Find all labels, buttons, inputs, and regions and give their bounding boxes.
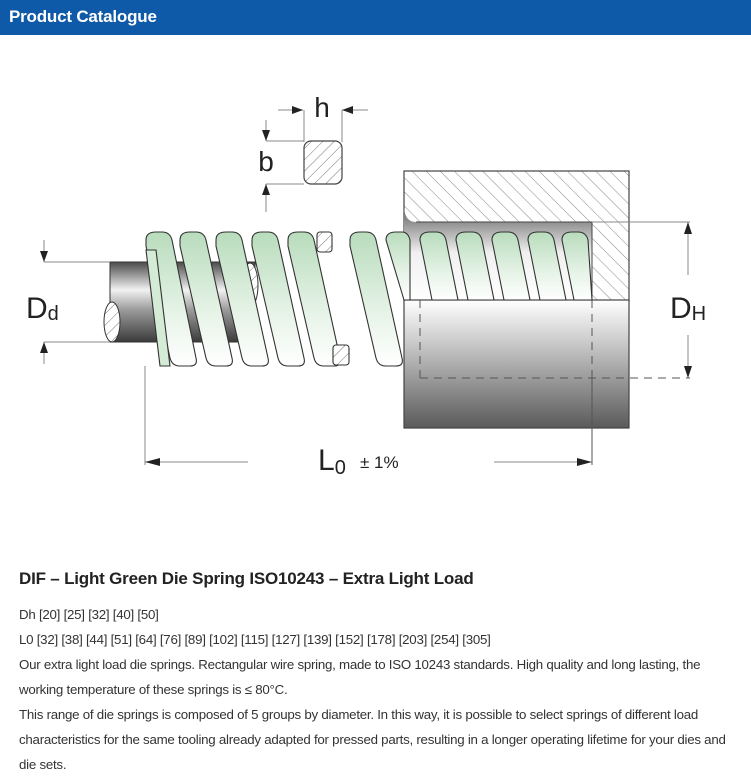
- description-paragraph-2: This range of die springs is composed of…: [19, 707, 726, 772]
- svg-text:DH: DH: [670, 292, 706, 325]
- svg-text:L0: L0: [318, 444, 346, 479]
- description-paragraph-1: Our extra light load die springs. Rectan…: [19, 657, 701, 697]
- product-title: DIF – Light Green Die Spring ISO10243 – …: [19, 569, 474, 588]
- l0-sizes: L0 [32] [38] [44] [51] [64] [76] [89] [1…: [19, 632, 491, 647]
- svg-text:h: h: [314, 92, 330, 123]
- spring-coils: [145, 231, 593, 367]
- dh-sizes: Dh [20] [25] [32] [40] [50]: [19, 607, 159, 622]
- die-spring-diagram: h b: [26, 92, 706, 479]
- svg-text:± 1%: ± 1%: [360, 453, 399, 472]
- wire-section-detail: h b: [258, 92, 368, 212]
- header-bar: Product Catalogue: [0, 0, 751, 35]
- free-length-dimension: L0 ± 1%: [144, 366, 593, 479]
- svg-text:Dd: Dd: [26, 292, 59, 325]
- product-description: Dh [20] [25] [32] [40] [50] L0 [32] [38]…: [19, 602, 739, 777]
- rod-diameter-dimension: Dd: [26, 240, 110, 364]
- page-title: Product Catalogue: [9, 7, 157, 26]
- hole-diameter-dimension: DH: [592, 221, 706, 378]
- svg-text:b: b: [258, 146, 274, 177]
